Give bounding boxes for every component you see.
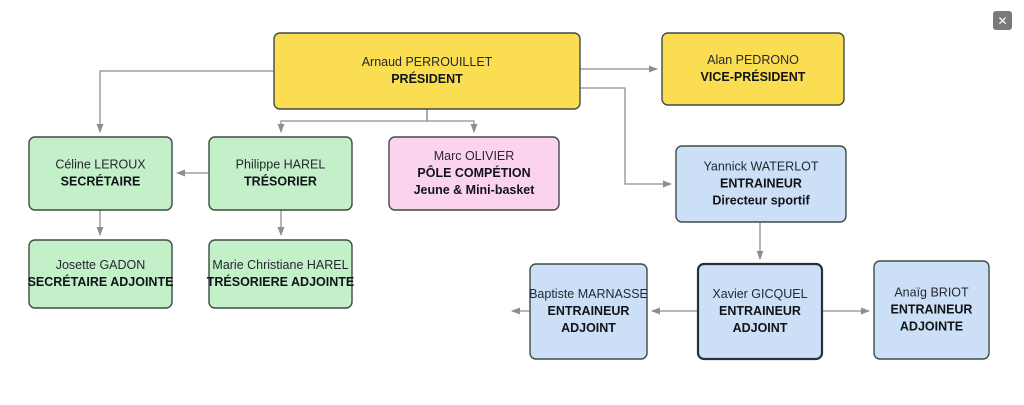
node-president-name: Arnaud PERROUILLET	[362, 55, 493, 69]
node-entraineur-directeur-sportif[interactable]: Yannick WATERLOT ENTRAINEUR Directeur spor…	[675, 145, 847, 223]
node-entraineur-directeur-sportif-name: Yannick WATERLOT	[703, 159, 818, 173]
node-tresorier-name: Philippe HAREL	[236, 157, 326, 171]
node-entraineur-adjoint-marnasse-name: Baptiste MARNASSE	[529, 287, 648, 301]
connector-president-to-tresorier	[277, 109, 428, 133]
node-background-secretaire-adjointe[interactable]	[28, 239, 173, 309]
node-pole-competition-name: Marc OLIVIER	[434, 149, 515, 163]
node-entraineur-adjointe-briot-role: ENTRAINEUR	[891, 302, 973, 316]
node-president-role: PRÉSIDENT	[391, 71, 463, 86]
node-tresoriere-adjointe-role: TRÉSORIERE ADJOINTE	[207, 274, 354, 289]
node-entraineur-adjointe-briot[interactable]: Anaïg BRIOT ENTRAINEUR ADJOINTE	[873, 260, 990, 360]
node-secretaire-adjointe-name: Josette GADON	[56, 258, 146, 272]
node-background-entraineur-adjoint-gicquel[interactable]	[696, 262, 824, 361]
node-background-tresorier[interactable]	[208, 136, 353, 211]
node-vice-president-role: VICE-PRÉSIDENT	[701, 69, 806, 84]
close-icon: ✕	[997, 13, 1008, 28]
node-entraineur-adjoint-marnasse-role: ENTRAINEUR	[548, 304, 630, 318]
node-background-vice-president[interactable]	[661, 32, 845, 106]
node-entraineur-adjointe-briot-extra: ADJOINTE	[900, 319, 963, 333]
node-entraineur-directeur-sportif-role: ENTRAINEUR	[720, 176, 802, 190]
node-president[interactable]: Arnaud PERROUILLET PRÉSIDENT	[273, 32, 581, 110]
node-layer: Arnaud PERROUILLET PRÉSIDENT Alan PEDRONO V…	[28, 32, 990, 361]
node-secretaire[interactable]: Céline LEROUX SECRÉTAIRE	[28, 136, 173, 211]
node-background-entraineur-adjointe-briot[interactable]	[873, 260, 990, 360]
close-button[interactable]: ✕	[993, 11, 1012, 30]
node-secretaire-adjointe-role: SECRÉTAIRE ADJOINTE	[28, 274, 174, 289]
node-entraineur-adjoint-marnasse[interactable]: Baptiste MARNASSE ENTRAINEUR ADJOINT	[529, 263, 648, 360]
node-entraineur-adjoint-gicquel-extra: ADJOINT	[733, 321, 788, 335]
node-tresoriere-adjointe[interactable]: Marie Christiane HAREL TRÉSORIERE ADJOINT…	[207, 239, 354, 309]
edge-layer	[96, 65, 870, 315]
node-background-secretaire[interactable]	[28, 136, 173, 211]
node-vice-president-name: Alan PEDRONO	[707, 53, 799, 67]
node-entraineur-adjoint-marnasse-extra: ADJOINT	[561, 321, 616, 335]
node-pole-competition-role: PÔLE COMPÉTION	[417, 165, 530, 180]
connector-president-to-entraineur-directeur	[580, 87, 672, 188]
node-entraineur-adjoint-gicquel-role: ENTRAINEUR	[719, 304, 801, 318]
connector-president-to-pole-competition	[426, 109, 478, 133]
node-tresorier[interactable]: Philippe HAREL TRÉSORIER	[208, 136, 353, 211]
node-secretaire-adjointe[interactable]: Josette GADON SECRÉTAIRE ADJOINTE	[28, 239, 174, 309]
node-background-president[interactable]	[273, 32, 581, 110]
connector-president-to-secretaire	[96, 70, 274, 133]
node-background-entraineur-directeur-sportif[interactable]	[675, 145, 847, 223]
node-background-entraineur-adjoint-marnasse[interactable]	[529, 263, 648, 360]
node-background-tresoriere-adjointe[interactable]	[208, 239, 353, 309]
node-tresoriere-adjointe-name: Marie Christiane HAREL	[212, 258, 348, 272]
node-secretaire-role: SECRÉTAIRE	[61, 173, 141, 188]
node-entraineur-directeur-sportif-extra: Directeur sportif	[712, 193, 810, 207]
node-tresorier-role: TRÉSORIER	[244, 173, 317, 188]
node-pole-competition[interactable]: Marc OLIVIER PÔLE COMPÉTION Jeune & Mini-b…	[388, 136, 560, 211]
node-pole-competition-extra: Jeune & Mini-basket	[414, 183, 536, 197]
node-entraineur-adjoint-gicquel-name: Xavier GICQUEL	[712, 287, 807, 301]
node-secretaire-name: Céline LEROUX	[55, 157, 146, 171]
node-vice-president[interactable]: Alan PEDRONO VICE-PRÉSIDENT	[661, 32, 845, 106]
node-background-pole-competition[interactable]	[388, 136, 560, 211]
node-entraineur-adjoint-gicquel[interactable]: Xavier GICQUEL ENTRAINEUR ADJOINT	[696, 262, 824, 361]
node-entraineur-adjointe-briot-name: Anaïg BRIOT	[894, 285, 969, 299]
